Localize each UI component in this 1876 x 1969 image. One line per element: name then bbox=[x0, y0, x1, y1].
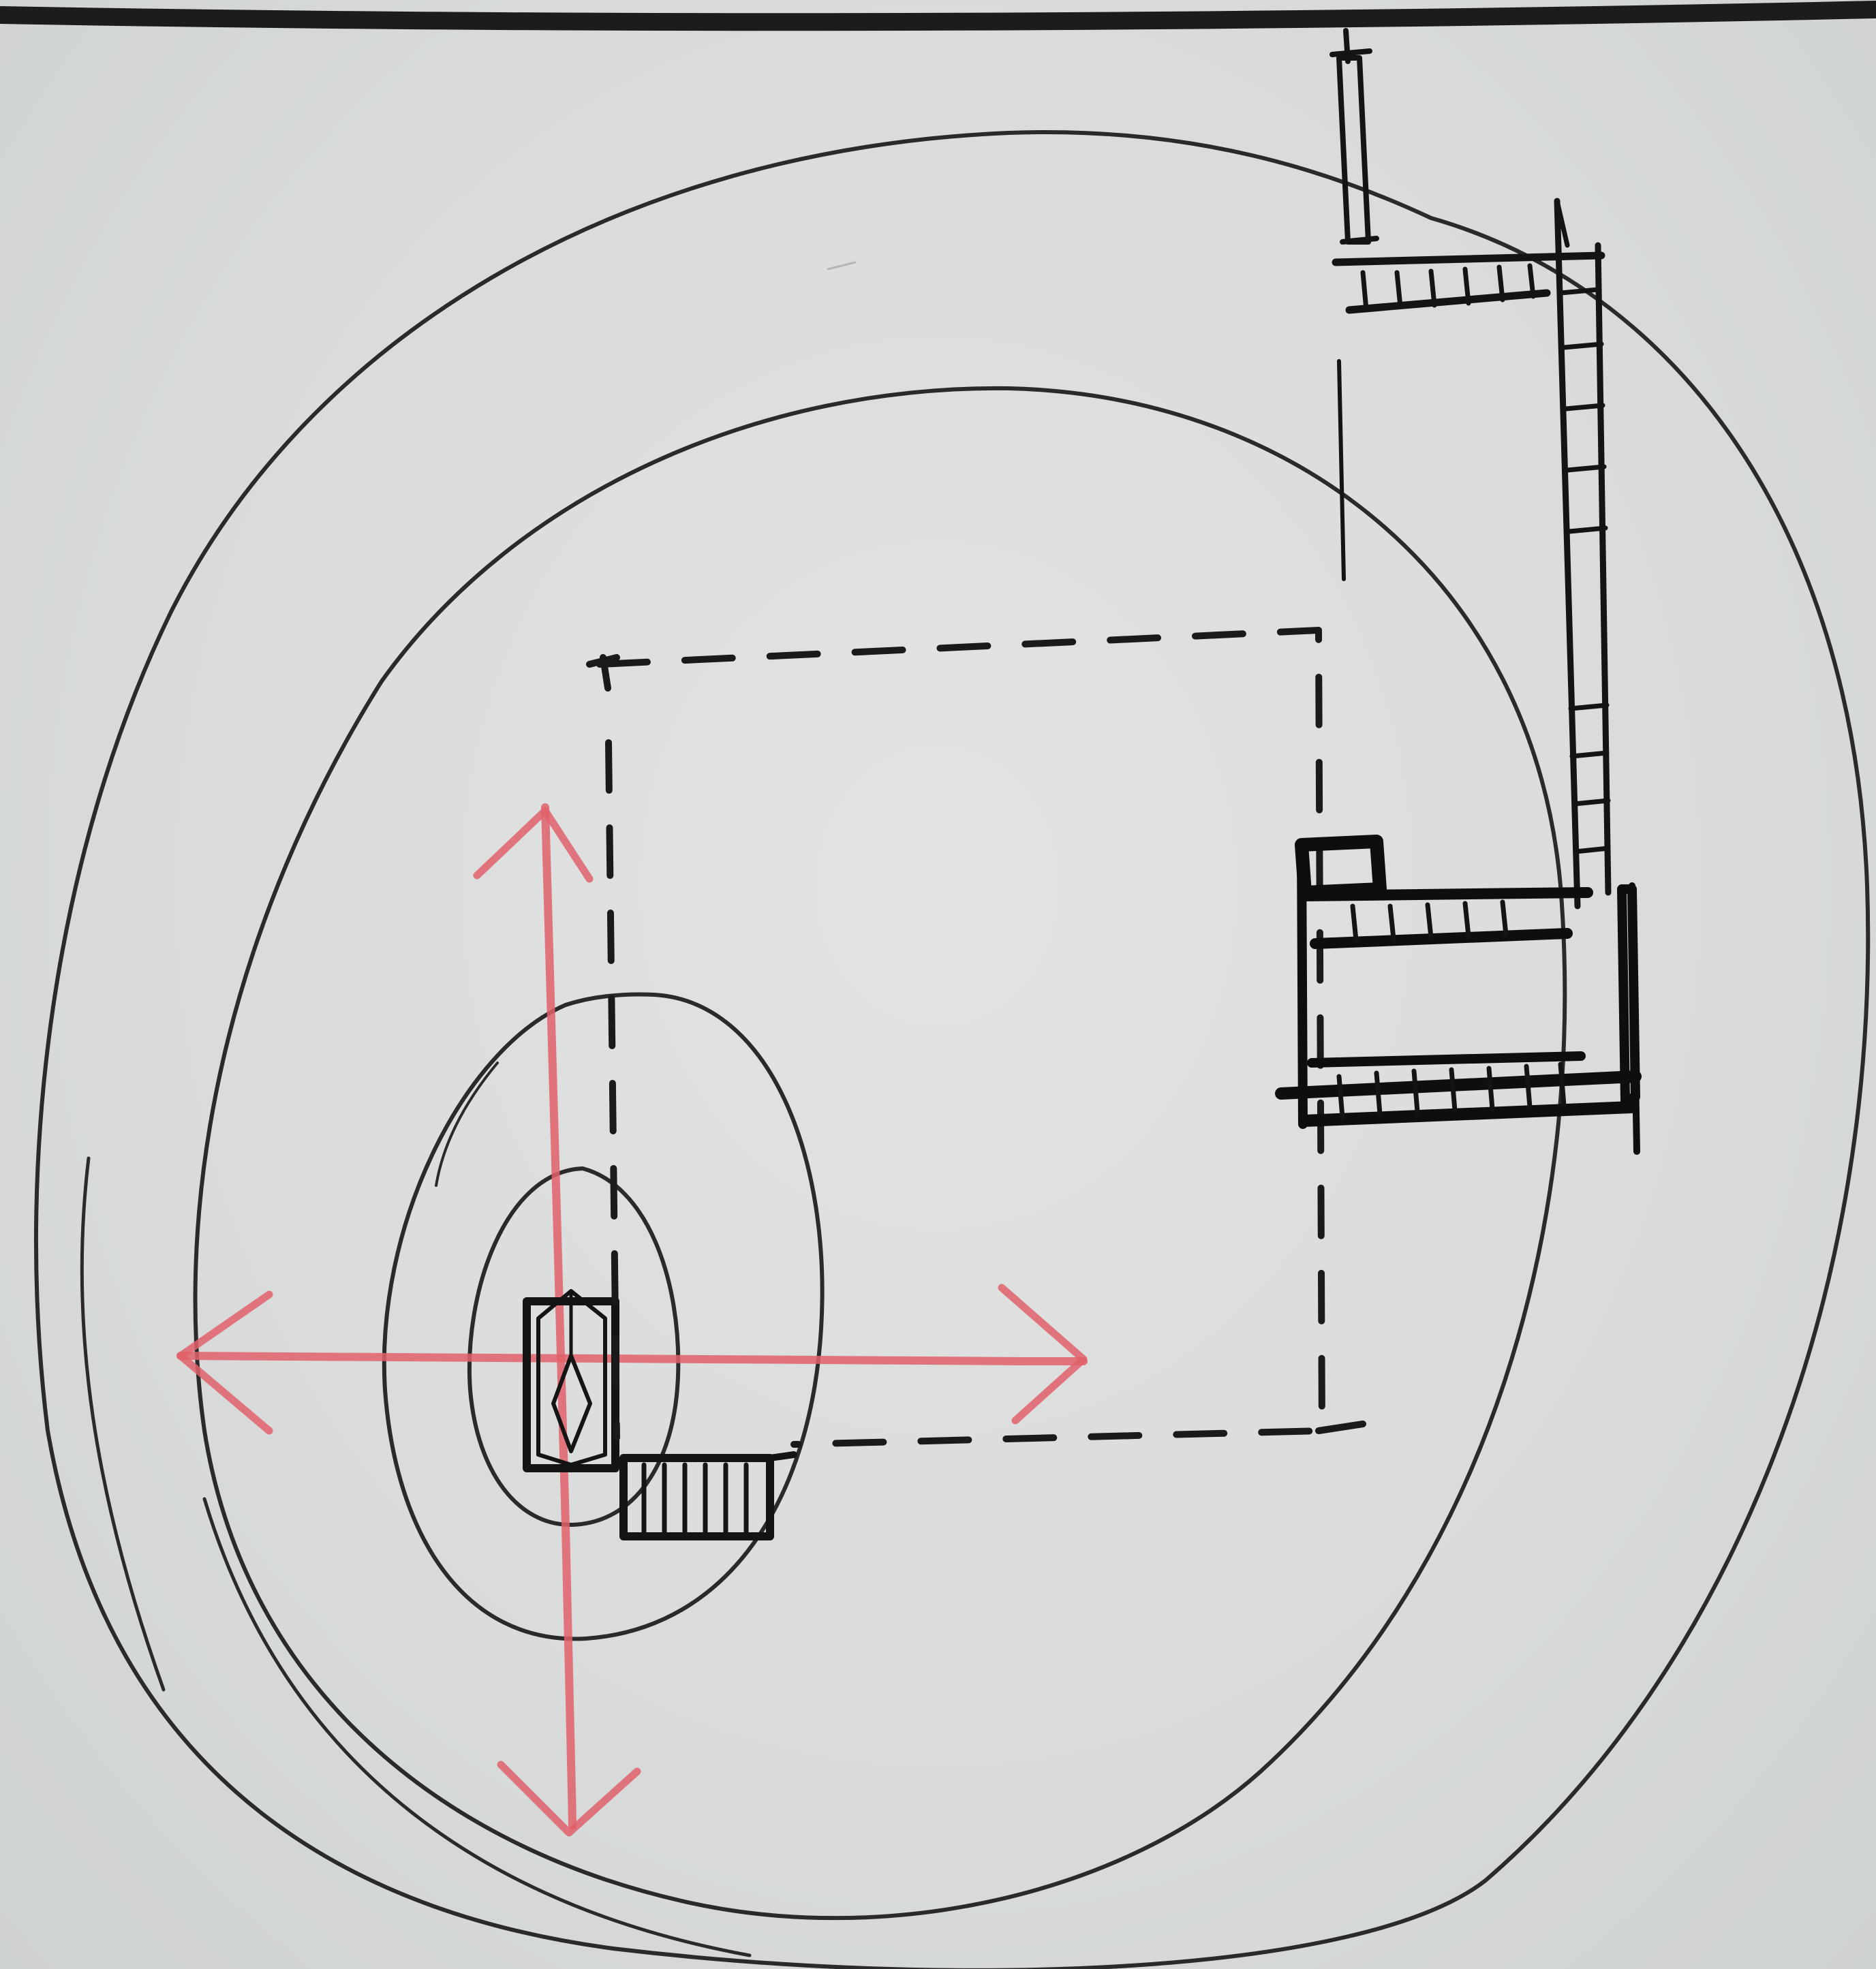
horizontal-axis bbox=[176, 1352, 1088, 1365]
arrowhead-right bbox=[998, 1284, 1088, 1425]
arrowhead-up bbox=[473, 807, 594, 883]
outer-orbit-ring bbox=[33, 129, 1871, 1969]
red-axis-cross bbox=[176, 803, 1088, 1837]
dashed-boundary-corner bbox=[586, 654, 1366, 1434]
arrowhead-left bbox=[176, 1290, 273, 1435]
central-figure bbox=[523, 1289, 619, 1472]
small-stair-block bbox=[619, 1451, 797, 1540]
dashed-boundary-left bbox=[605, 739, 620, 1441]
inner-orbit-stroke bbox=[435, 1061, 499, 1187]
outer-orbit-stroke bbox=[202, 1497, 752, 1957]
dashed-boundary bbox=[596, 627, 1325, 1448]
arrowhead-down bbox=[497, 1761, 641, 1837]
pencil-mark bbox=[827, 261, 857, 270]
vertical-axis bbox=[541, 803, 576, 1830]
core-orbit-ring bbox=[467, 1166, 681, 1528]
tower-element-top bbox=[1329, 28, 1379, 581]
middle-orbit-ring bbox=[193, 386, 1567, 1921]
inner-orbit-ring bbox=[382, 992, 825, 1641]
outer-orbit-stroke bbox=[80, 1156, 166, 1692]
wall-structure-right bbox=[1275, 198, 1642, 1155]
top-border-line bbox=[0, 1, 1876, 31]
